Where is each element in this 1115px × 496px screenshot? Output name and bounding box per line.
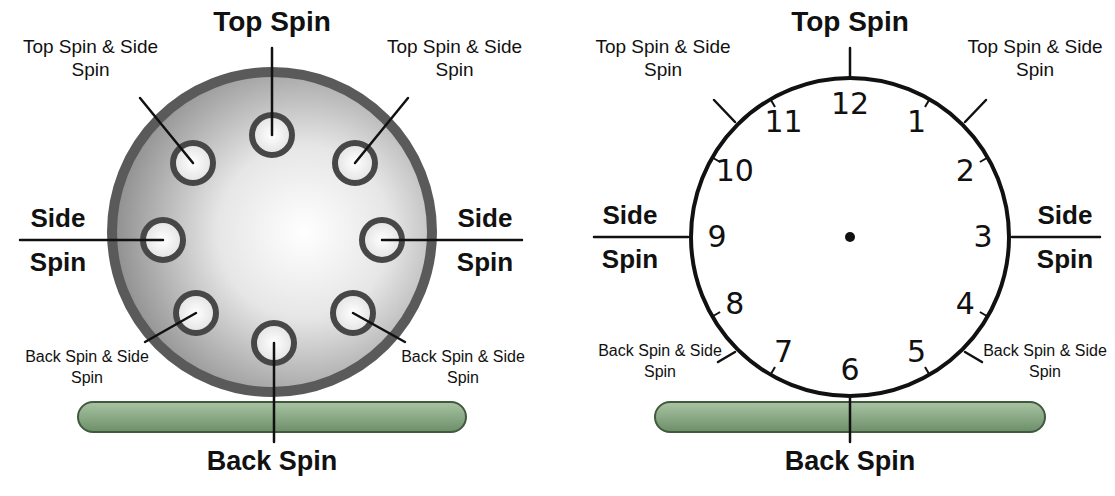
clock-circle xyxy=(691,78,1009,396)
spin-label: Top Spin & Side Spin xyxy=(8,35,173,81)
spin-label: Top Spin xyxy=(770,6,930,38)
clock-number: 12 xyxy=(831,87,869,121)
tick-mark xyxy=(980,158,988,163)
clock-number: 9 xyxy=(707,220,726,254)
spin-label: Side Spin xyxy=(590,193,670,281)
spin-label: Back Spin xyxy=(192,446,352,477)
leader-lines xyxy=(594,48,1100,442)
clock-number: 3 xyxy=(973,220,992,254)
spin-label: Side Spin xyxy=(1025,193,1105,281)
clock-number: 2 xyxy=(956,154,975,188)
clock-number: 8 xyxy=(725,287,744,321)
clock-number: 7 xyxy=(774,335,793,369)
center-dot xyxy=(845,232,855,242)
spin-label: Side Spin xyxy=(445,196,525,284)
spin-label: Top Spin xyxy=(192,6,352,38)
spin-label: Back Spin & Side Spin xyxy=(975,340,1115,382)
spin-label: Back Spin & Side Spin xyxy=(12,346,162,388)
clock-number: 10 xyxy=(716,154,754,188)
spin-label: Top Spin & Side Spin xyxy=(372,35,537,81)
clock-outline xyxy=(688,75,1012,399)
spin-label: Side Spin xyxy=(18,196,98,284)
spin-label: Top Spin & Side Spin xyxy=(583,35,743,81)
clock-number: 5 xyxy=(907,335,926,369)
clock-number: 4 xyxy=(956,287,975,321)
spin-label: Back Spin xyxy=(770,446,930,477)
spin-label: Back Spin & Side Spin xyxy=(388,346,538,388)
clock-number: 11 xyxy=(764,105,802,139)
spin-label: Back Spin & Side Spin xyxy=(585,340,735,382)
tick-mark xyxy=(980,312,988,317)
clock-face: 12 12 3 45 6 78 9 10 11 xyxy=(688,75,1012,399)
tick-mark xyxy=(712,312,720,317)
clock-number: 1 xyxy=(907,105,926,139)
clock-number: 6 xyxy=(840,353,859,387)
spin-label: Top Spin & Side Spin xyxy=(960,35,1110,81)
ground-oval xyxy=(78,402,466,432)
